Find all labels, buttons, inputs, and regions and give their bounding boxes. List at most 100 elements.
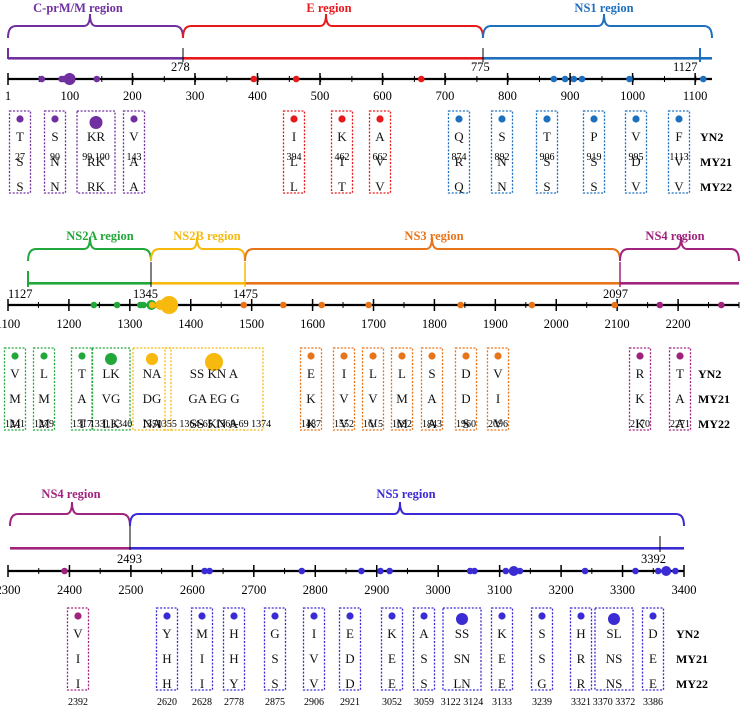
residue-text: K	[306, 416, 316, 431]
residue-text: T	[676, 366, 684, 381]
residue-text: LK	[102, 416, 120, 431]
residue-text: E	[649, 676, 657, 691]
axis-mutation-dot	[718, 301, 725, 309]
residue-text: E	[346, 626, 354, 641]
site-box-border	[624, 110, 648, 194]
site-box-border	[155, 607, 179, 691]
residue-text: A	[427, 416, 437, 431]
residue-text: F	[675, 129, 682, 144]
site-dot	[369, 352, 377, 360]
residue-text: T	[338, 154, 346, 169]
site-position-label: 394	[287, 152, 302, 163]
residue-text: T	[338, 179, 346, 194]
axis-mutation-dot	[377, 567, 384, 575]
axis-mutation-dot	[58, 75, 65, 83]
site-dot	[74, 612, 82, 620]
axis-tick-label: 900	[561, 89, 580, 103]
site-box-border	[43, 110, 67, 194]
site-box-border	[454, 347, 478, 431]
residue-text: Q	[454, 129, 464, 144]
axis-tick-label: 3200	[549, 583, 574, 597]
residue-text: H	[162, 676, 171, 691]
residue-text: H	[576, 626, 585, 641]
site-box-border	[668, 347, 692, 431]
site-dot	[89, 116, 103, 129]
site-dot	[676, 352, 684, 360]
axis-mutation-dot	[626, 75, 633, 83]
site-box-border	[299, 347, 323, 431]
residue-text: S	[51, 129, 58, 144]
site-dot	[51, 115, 59, 123]
residue-text: A	[129, 154, 139, 169]
axis-tick-label: 300	[186, 89, 205, 103]
residue-text: K	[306, 391, 316, 406]
site-position-label: 874	[452, 152, 467, 163]
site-position-label: 3052	[382, 697, 402, 708]
axis-tick-label: 1	[5, 89, 11, 103]
axis-mutation-dot	[550, 75, 558, 83]
strain-label: MY22	[676, 677, 708, 691]
site-dot	[40, 352, 48, 360]
region-label: NS3 region	[404, 229, 463, 243]
axis-tick-label: 1200	[56, 317, 81, 331]
residue-text: SS	[455, 626, 469, 641]
site-position-label: 1552	[334, 419, 354, 430]
residue-text: R	[455, 154, 464, 169]
site-box-border	[66, 607, 90, 691]
residue-text: L	[290, 154, 298, 169]
boundary-label: 278	[171, 60, 190, 74]
axis-mutation-dot	[93, 75, 101, 83]
site-dot	[388, 612, 396, 620]
residue-text: L	[398, 366, 406, 381]
axis-tick-label: 2500	[118, 583, 143, 597]
site-dot	[420, 612, 428, 620]
residue-text: S	[462, 416, 469, 431]
site-box-border	[190, 607, 214, 691]
site-box-border	[132, 347, 172, 431]
residue-text: D	[461, 366, 470, 381]
axis-tick-label: 200	[123, 89, 142, 103]
strain-label: MY22	[698, 417, 730, 431]
site-position-label: 892	[495, 152, 510, 163]
region-label: NS2B region	[173, 229, 241, 243]
boundary-label: 1345	[133, 287, 158, 301]
region-brace	[182, 13, 484, 39]
axis-tick-label: 1500	[239, 317, 264, 331]
axis-tick-label: 1800	[422, 317, 447, 331]
residue-text: Y	[162, 626, 172, 641]
axis-mutation-dot	[61, 567, 68, 575]
region-bar	[151, 282, 245, 285]
site-box-border	[486, 347, 510, 431]
region-bar	[130, 547, 684, 550]
axis-mutation-dot	[581, 567, 589, 575]
site-box-border	[282, 110, 306, 194]
site-box-border	[8, 110, 32, 194]
site-box-border	[302, 607, 326, 691]
site-box-border	[361, 347, 385, 431]
site-box-border	[530, 607, 554, 691]
site-position-label: 1241	[5, 419, 25, 430]
site-box-border	[32, 347, 56, 431]
region-label: NS4 region	[41, 487, 100, 501]
site-position-label: 2620	[157, 697, 177, 708]
axis-tick-label: 400	[248, 89, 267, 103]
region-brace	[7, 13, 184, 39]
axis-mutation-dot	[90, 301, 98, 309]
residue-text: K	[635, 416, 645, 431]
residue-text: H	[229, 626, 238, 641]
axis-tick-label: 2000	[544, 317, 569, 331]
site-dot	[498, 115, 506, 123]
